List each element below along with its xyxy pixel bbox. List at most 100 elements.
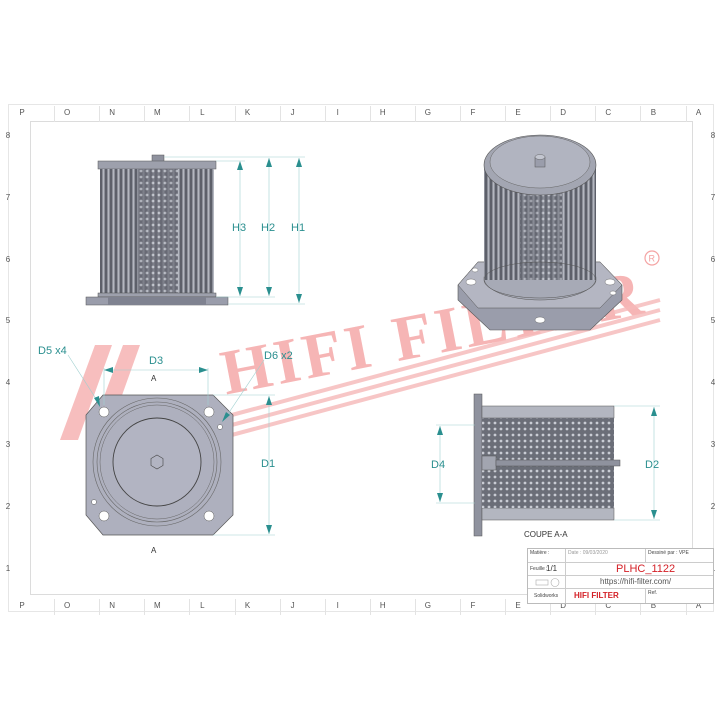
column-label: J [290, 601, 295, 610]
grid-tick [640, 599, 642, 615]
column-label: K [244, 108, 251, 117]
grid-tick [369, 599, 371, 615]
date-cell: Date : 09/03/2020 [566, 549, 646, 563]
column-label: F [470, 601, 476, 610]
dim-d5: D5 x4 [38, 345, 67, 357]
ref-cell: Ref. [648, 590, 658, 596]
row-label: 5 [5, 316, 11, 326]
column-label: L [200, 601, 205, 610]
grid-tick [595, 599, 597, 615]
title-block: Matière : Date : 09/03/2020 Dessiné par … [527, 548, 714, 604]
grid-tick [414, 599, 416, 615]
row-label: 8 [5, 131, 11, 140]
grid-tick [685, 106, 687, 122]
grid-tick [144, 106, 146, 122]
row-label: 2 [710, 501, 716, 511]
sheet-cell: Feuille :1/1 [528, 563, 566, 576]
column-label: E [515, 601, 521, 610]
grid-tick [460, 106, 461, 122]
row-label: 6 [5, 254, 11, 264]
row-label: 7 [710, 192, 716, 202]
column-label: D [560, 108, 567, 117]
column-label: E [515, 108, 521, 117]
column-label: F [470, 108, 476, 117]
grid-tick [595, 106, 597, 122]
grid-tick [324, 599, 326, 615]
dim-d3: D3 [149, 355, 164, 367]
dim-d1: D1 [261, 458, 276, 470]
matiere-cell: Matière : [528, 549, 566, 563]
grid-tick [54, 106, 56, 122]
row-label: 3 [710, 440, 716, 449]
column-label: L [200, 108, 205, 117]
column-label: I [336, 108, 339, 117]
grid-tick [279, 106, 281, 122]
section-marker-bottom: A [151, 546, 157, 555]
dim-h3: H3 [232, 222, 247, 234]
column-label: G [424, 601, 431, 610]
grid-tick [54, 599, 56, 615]
column-label: H [379, 601, 386, 610]
outer-frame [8, 104, 714, 612]
column-label: G [424, 108, 431, 117]
column-label: B [650, 601, 657, 610]
grid-tick [550, 599, 552, 615]
grid-tick [369, 106, 371, 122]
inner-frame [30, 121, 693, 595]
column-label: A [695, 601, 702, 610]
row-label: 3 [5, 440, 11, 449]
row-label: 5 [710, 316, 716, 326]
column-label: N [109, 601, 116, 610]
grid-tick [505, 599, 507, 615]
grid-tick [279, 599, 281, 615]
grid-tick [505, 106, 507, 122]
dim-d2: D2 [645, 459, 660, 471]
dim-d4: D4 [431, 459, 446, 471]
grid-tick [189, 106, 191, 122]
dim-d6: D6 x2 [264, 350, 293, 362]
grid-tick [189, 599, 191, 615]
section-caption: COUPE A-A [524, 530, 568, 539]
column-label: C [605, 601, 612, 610]
row-label: 7 [5, 192, 11, 202]
grid-tick [414, 106, 416, 122]
url-cell: https://hifi-filter.com/ [566, 576, 713, 589]
grid-tick [685, 599, 687, 615]
grid-tick [99, 599, 101, 615]
dim-h1: H1 [291, 222, 306, 234]
row-label: 8 [710, 131, 716, 140]
grid-tick [234, 599, 236, 615]
row-label: 1 [5, 563, 11, 573]
column-label: M [153, 108, 161, 117]
grid-tick [144, 599, 146, 615]
grid-tick [550, 106, 552, 122]
grid-tick [99, 106, 101, 122]
column-label: O [63, 108, 71, 117]
svg-text:R: R [649, 254, 656, 264]
column-label: I [336, 601, 339, 610]
column-label: K [244, 601, 251, 610]
brand-cell: HIFI FILTER [566, 589, 646, 603]
column-label: N [109, 108, 116, 117]
column-label: H [379, 108, 386, 117]
drawn-by-cell: Dessiné par : VPE [646, 549, 713, 563]
row-label: 6 [710, 254, 716, 264]
column-label: D [560, 601, 567, 610]
row-label: 4 [710, 378, 716, 388]
grid-tick [234, 106, 236, 122]
projection-symbol [528, 576, 566, 589]
column-label: J [290, 108, 295, 117]
row-label: 2 [5, 501, 11, 511]
grid-tick [640, 106, 642, 122]
column-label: B [650, 108, 657, 117]
dim-h2: H2 [261, 222, 276, 234]
column-label: P [19, 601, 25, 610]
section-marker-top: A [151, 374, 157, 383]
grid-tick [460, 599, 461, 615]
column-label: C [605, 108, 612, 117]
